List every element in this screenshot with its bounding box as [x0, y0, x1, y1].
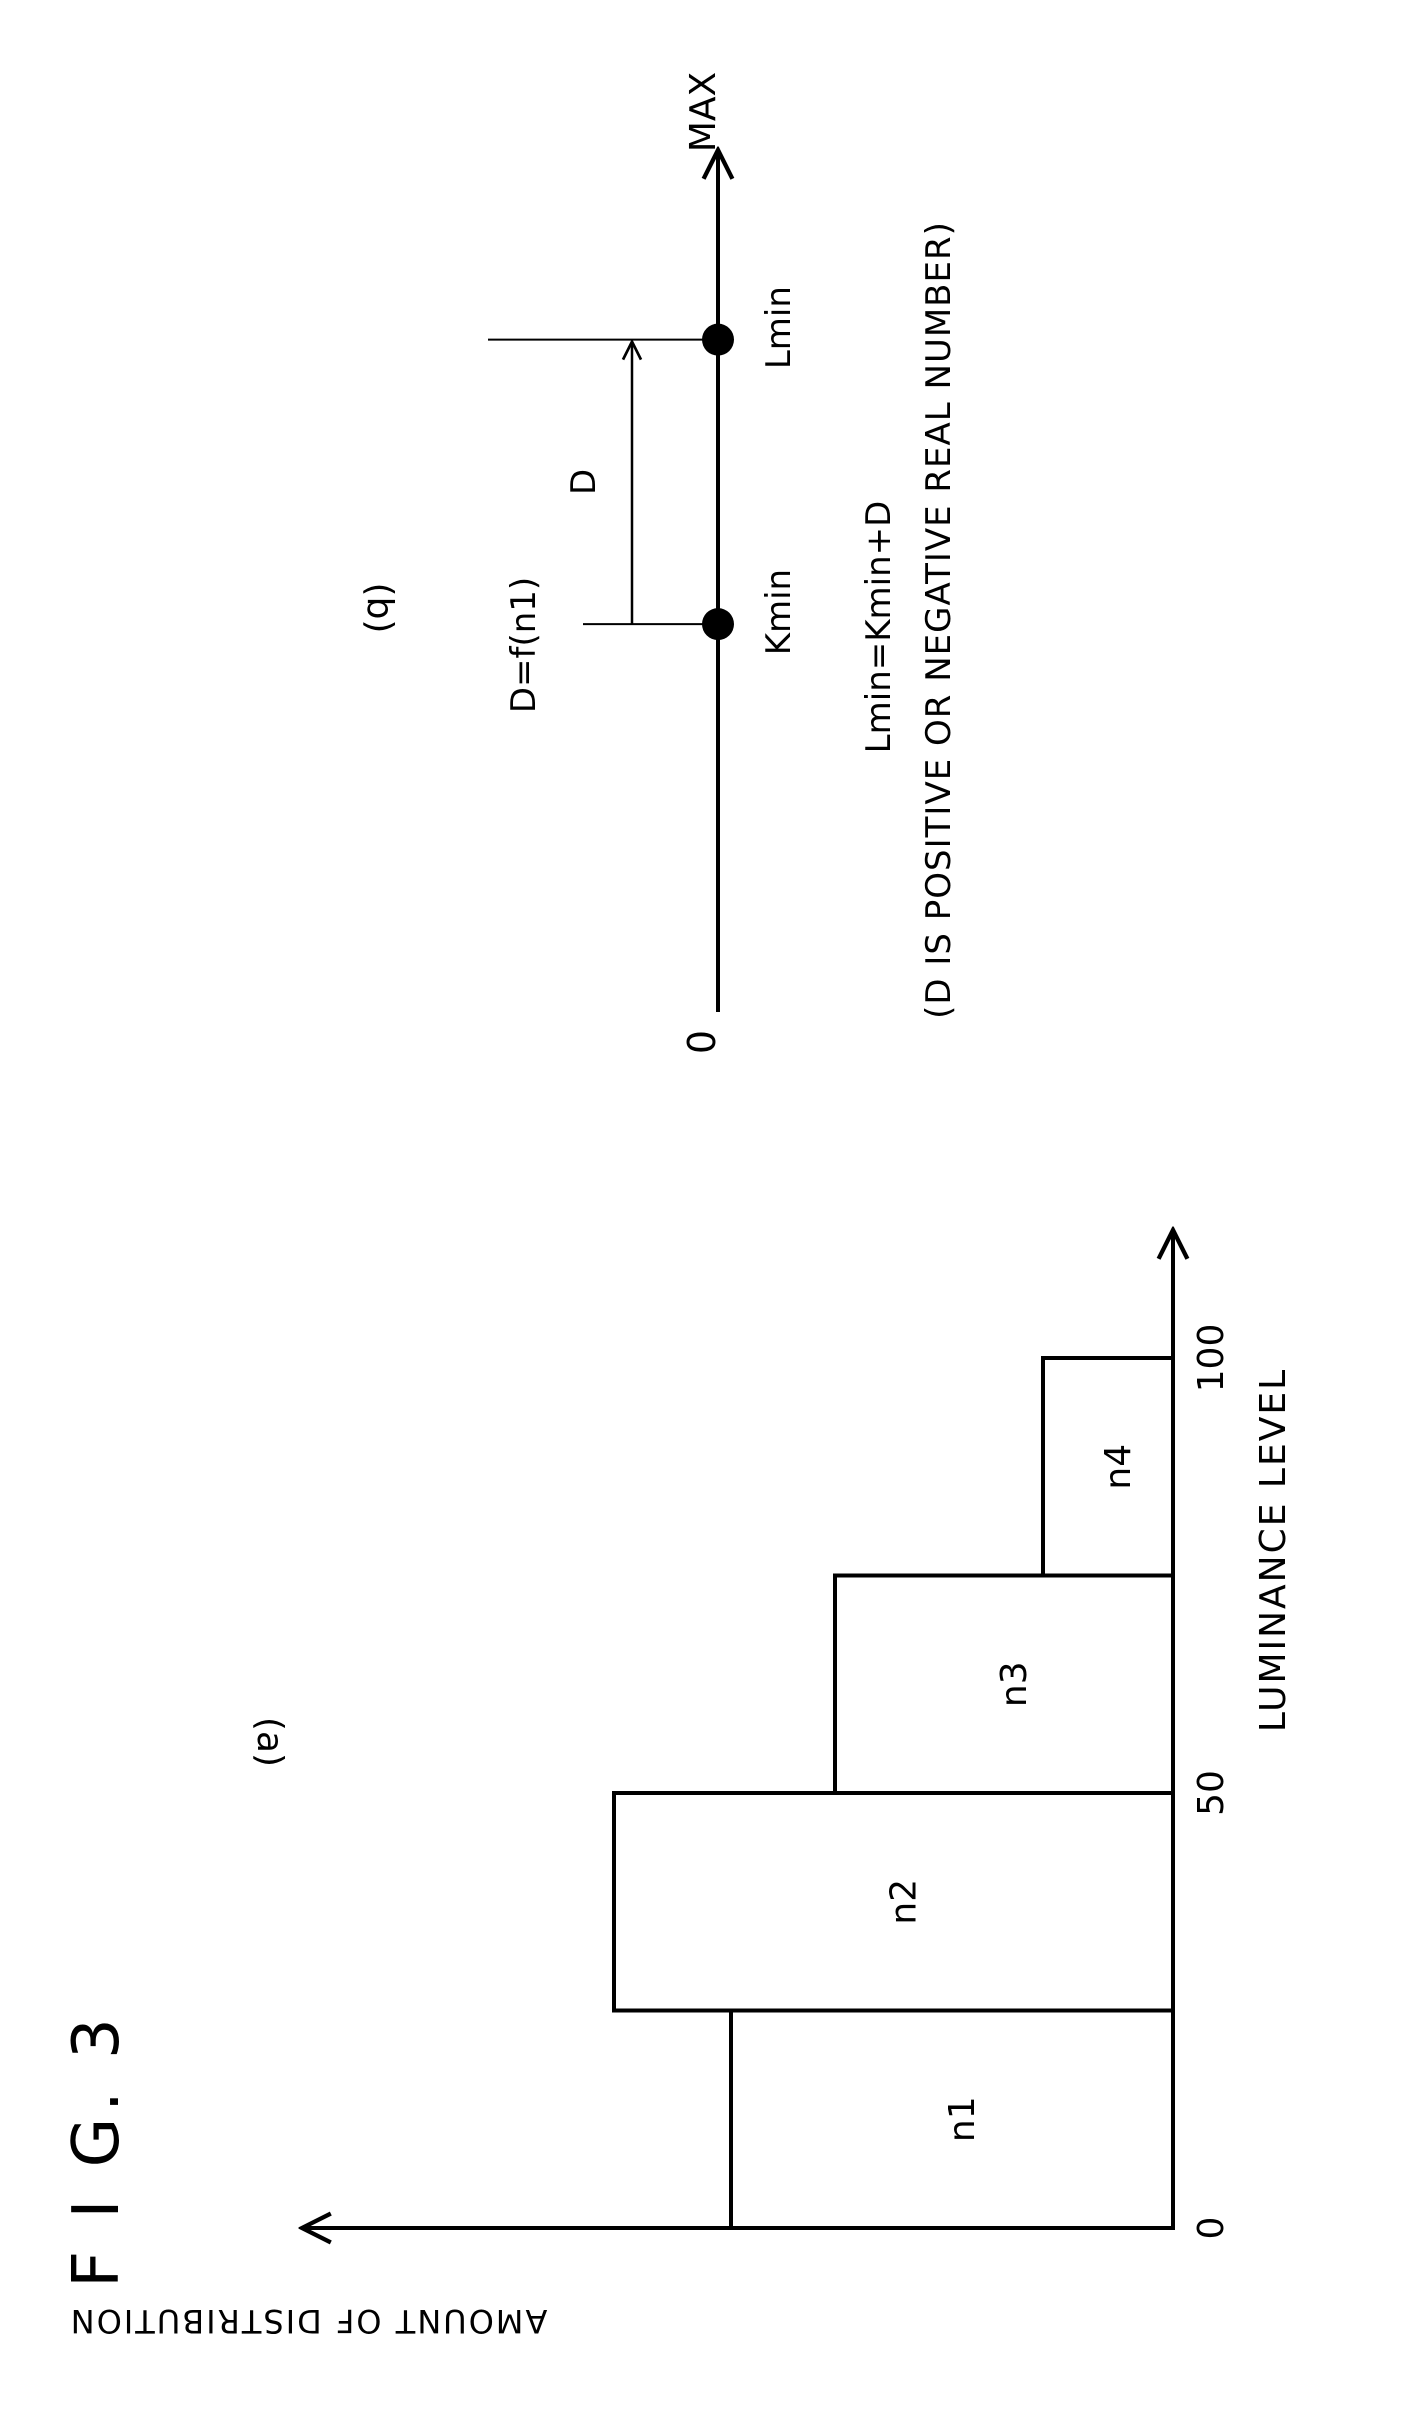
x-tick-0: 0	[1191, 2217, 1232, 2240]
kmin-label: Kmin	[759, 569, 799, 655]
panel-a: (a) AMOUNT OF DISTRIBUTION LUMINANCE LEV…	[69, 1230, 1294, 2340]
x-tick-50: 50	[1191, 1770, 1232, 1816]
y-axis-title: AMOUNT OF DISTRIBUTION	[69, 2302, 548, 2340]
lmin-formula: Lmin=Kmin+D	[859, 501, 899, 754]
histogram-bar-n4	[1041, 1356, 1175, 1578]
zero-label: 0	[680, 1030, 724, 1054]
x-tick-labels: 0 50 100	[1191, 1324, 1232, 2240]
histogram-bars	[612, 1356, 1175, 2230]
d-label: D	[564, 469, 604, 495]
bar-label-n2: n2	[884, 1879, 925, 1925]
panel-a-label: (a)	[249, 1717, 290, 1767]
d-note: (D IS POSITIVE OR NEGATIVE REAL NUMBER)	[919, 221, 959, 1019]
bar-label-n4: n4	[1098, 1444, 1139, 1490]
histogram-bar-labels: n1 n2 n3 n4	[884, 1444, 1140, 2142]
histogram-bar-n3	[833, 1573, 1175, 1795]
bar-label-n3: n3	[994, 1661, 1035, 1707]
panel-b-label: (b)	[359, 583, 400, 634]
panel-b: (b) 0 MAX Kmin Lmin D D=f(n1) Lmin=Kmin+…	[359, 72, 959, 1054]
figure-title: F I G. 3	[60, 2012, 134, 2287]
d-formula: D=f(n1)	[504, 577, 544, 713]
max-label: MAX	[683, 72, 724, 152]
x-axis-title: LUMINANCE LEVEL	[1253, 1368, 1294, 1732]
lmin-label: Lmin	[759, 286, 799, 369]
histogram-bar-n1	[729, 2008, 1175, 2230]
bar-label-n1: n1	[942, 2096, 983, 2142]
x-tick-100: 100	[1191, 1324, 1232, 1393]
